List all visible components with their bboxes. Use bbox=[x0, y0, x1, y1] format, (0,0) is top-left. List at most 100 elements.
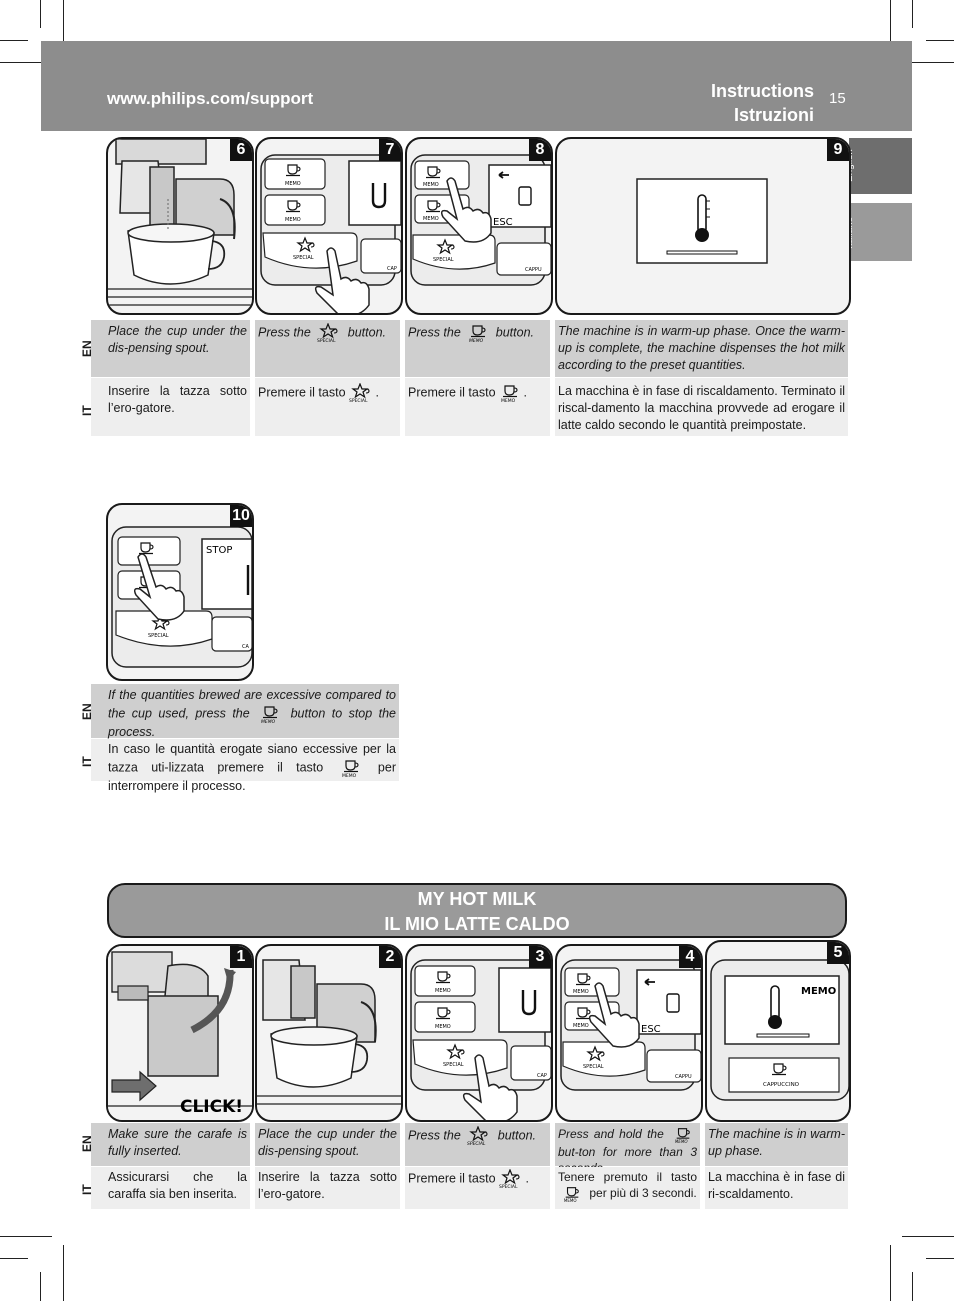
step-10-it-post: per interrompere il processo. bbox=[108, 760, 396, 793]
step-10-number: 10 bbox=[230, 505, 252, 527]
crop-mark bbox=[902, 1236, 954, 1237]
header-title-it: Istruzioni bbox=[734, 105, 814, 125]
step-8-image: MEMO MEMO ESC SPECIAL CAPPU 8 bbox=[405, 137, 553, 315]
hm-step-1-text-en: Make sure the carafe is fully inserted. bbox=[105, 1123, 250, 1166]
hm-step-4-it-post: per più di 3 secondi. bbox=[589, 1186, 697, 1201]
hm-step-3-it-post: . bbox=[525, 1171, 530, 1186]
svg-text:CAPPUCCINO: CAPPUCCINO bbox=[763, 1082, 800, 1088]
svg-text:SPECIAL: SPECIAL bbox=[349, 398, 368, 403]
hm-step-2-image: 2 bbox=[255, 944, 403, 1122]
special-icon: SPECIAL bbox=[349, 383, 370, 403]
svg-text:MEMO: MEMO bbox=[564, 1198, 577, 1203]
support-url[interactable]: www.philips.com/support bbox=[107, 89, 314, 108]
hm-step-4-number: 4 bbox=[679, 946, 701, 968]
hm-step-1-text-it: Assicurarsi che la caraffa sia ben inser… bbox=[105, 1167, 250, 1209]
svg-text:MEMO: MEMO bbox=[261, 719, 276, 724]
special-icon: SPECIAL bbox=[499, 1169, 520, 1189]
hm-step-5-text-en: The machine is in warm-up phase. bbox=[705, 1123, 848, 1166]
crop-mark bbox=[890, 1245, 891, 1301]
crop-mark bbox=[926, 1258, 954, 1259]
svg-text:MEMO: MEMO bbox=[675, 1139, 689, 1144]
hm-step-1-image: CLICK! 1 bbox=[106, 944, 254, 1122]
memo-icon: MEMO bbox=[564, 1187, 579, 1203]
hm-step-5-image: MEMO CAPPUCCINO 5 bbox=[705, 940, 851, 1122]
page-header: www.philips.com/support Instructions Ist… bbox=[41, 41, 912, 131]
step-6-text-en: Place the cup under the dis-pensing spou… bbox=[105, 320, 250, 377]
crop-mark bbox=[40, 1272, 41, 1301]
svg-text:CAPPU: CAPPU bbox=[675, 1074, 692, 1080]
section-banner: MY HOT MILK IL MIO LATTE CALDO bbox=[107, 883, 847, 938]
memo-icon: MEMO bbox=[675, 1128, 690, 1144]
svg-text:ESC: ESC bbox=[641, 1024, 661, 1035]
svg-text:ESC: ESC bbox=[493, 217, 513, 228]
step-9-number: 9 bbox=[827, 139, 849, 161]
svg-text:SPECIAL: SPECIAL bbox=[433, 257, 454, 263]
memo-icon: MEMO bbox=[469, 325, 486, 343]
svg-text:MEMO: MEMO bbox=[342, 773, 357, 778]
header-title: Instructions Istruzioni bbox=[711, 79, 814, 127]
svg-text:MEMO: MEMO bbox=[435, 988, 451, 994]
page-number: 15 bbox=[829, 90, 846, 107]
svg-text:MEMO: MEMO bbox=[423, 182, 439, 188]
hm-step-3-number: 3 bbox=[529, 946, 551, 968]
hm-step-3-en-pre: Press the bbox=[408, 1128, 461, 1143]
memo-icon: MEMO bbox=[342, 760, 359, 778]
hm-step-1-number: 1 bbox=[230, 946, 252, 968]
step-10-text-it: In caso le quantità erogate siano eccess… bbox=[105, 739, 399, 793]
step-6-text-it: Inserire la tazza sotto l’ero-gatore. bbox=[105, 378, 250, 436]
step-6-number: 6 bbox=[230, 139, 252, 161]
svg-text:CAP: CAP bbox=[537, 1073, 547, 1079]
step-7-image: MEMO MEMO SPECIAL CAP 7 bbox=[255, 137, 403, 315]
svg-text:CAPPU: CAPPU bbox=[525, 267, 542, 273]
step-7-en-pre: Press the bbox=[258, 325, 311, 340]
svg-text:MEMO: MEMO bbox=[435, 1024, 451, 1030]
svg-text:MEMO: MEMO bbox=[501, 398, 516, 403]
step-9-text-en: The machine is in warm-up phase. Once th… bbox=[555, 320, 848, 377]
crop-mark bbox=[912, 1272, 913, 1301]
step-8-it-pre: Premere il tasto bbox=[408, 385, 496, 400]
svg-text:MEMO: MEMO bbox=[285, 217, 301, 223]
it-label: IT bbox=[80, 1167, 108, 1209]
hm-step-2-text-en: Place the cup under the dis-pensing spou… bbox=[255, 1123, 400, 1166]
memo-icon: MEMO bbox=[261, 706, 278, 724]
svg-text:MEMO: MEMO bbox=[285, 181, 301, 187]
step-10-image: STOP SPECIAL CA 10 bbox=[106, 503, 254, 681]
svg-text:SPECIAL: SPECIAL bbox=[148, 633, 169, 639]
step-10-en-pre: If the quantities brewed are excessive c… bbox=[108, 688, 396, 721]
step-8-en-pre: Press the bbox=[408, 325, 461, 340]
step-7-it-pre: Premere il tasto bbox=[258, 385, 346, 400]
hm-step-3-en-post: button. bbox=[497, 1128, 537, 1143]
svg-text:MEMO: MEMO bbox=[801, 986, 836, 997]
special-icon: SPECIAL bbox=[317, 323, 338, 343]
step-8-text-en: Press the MEMO button. bbox=[405, 320, 550, 377]
hm-step-4-text-en: Press and hold the MEMO but-ton for more… bbox=[555, 1123, 700, 1175]
svg-text:CLICK!: CLICK! bbox=[180, 1097, 243, 1117]
header-title-en: Instructions bbox=[710, 81, 814, 101]
crop-mark bbox=[63, 0, 64, 62]
en-label: EN bbox=[80, 320, 108, 377]
memo-icon: MEMO bbox=[501, 385, 518, 403]
crop-mark bbox=[0, 40, 28, 41]
step-7-number: 7 bbox=[379, 139, 401, 161]
step-6-image: 6 bbox=[106, 137, 254, 315]
step-10-text-en: If the quantities brewed are excessive c… bbox=[105, 684, 399, 739]
svg-text:MEMO: MEMO bbox=[423, 216, 439, 222]
hm-step-4-image: MEMO MEMO ESC SPECIAL CAPPU 4 bbox=[555, 944, 703, 1122]
crop-mark bbox=[926, 40, 954, 41]
hm-step-2-text-it: Inserire la tazza sotto l’ero-gatore. bbox=[255, 1167, 400, 1209]
step-10-it-pre: In caso le quantità erogate siano eccess… bbox=[108, 742, 396, 775]
crop-mark bbox=[890, 0, 891, 62]
svg-text:SPECIAL: SPECIAL bbox=[467, 1141, 486, 1146]
hm-step-3-image: MEMO MEMO SPECIAL CAP 3 bbox=[405, 944, 553, 1122]
crop-mark bbox=[40, 0, 41, 28]
svg-text:SPECIAL: SPECIAL bbox=[499, 1184, 518, 1189]
crop-mark bbox=[0, 1236, 52, 1237]
step-7-text-en: Press the SPECIAL button. bbox=[255, 320, 400, 377]
svg-text:MEMO: MEMO bbox=[573, 1023, 589, 1029]
svg-text:SPECIAL: SPECIAL bbox=[317, 338, 336, 343]
step-9-image: 9 bbox=[555, 137, 851, 315]
step-7-it-post: . bbox=[375, 385, 380, 400]
